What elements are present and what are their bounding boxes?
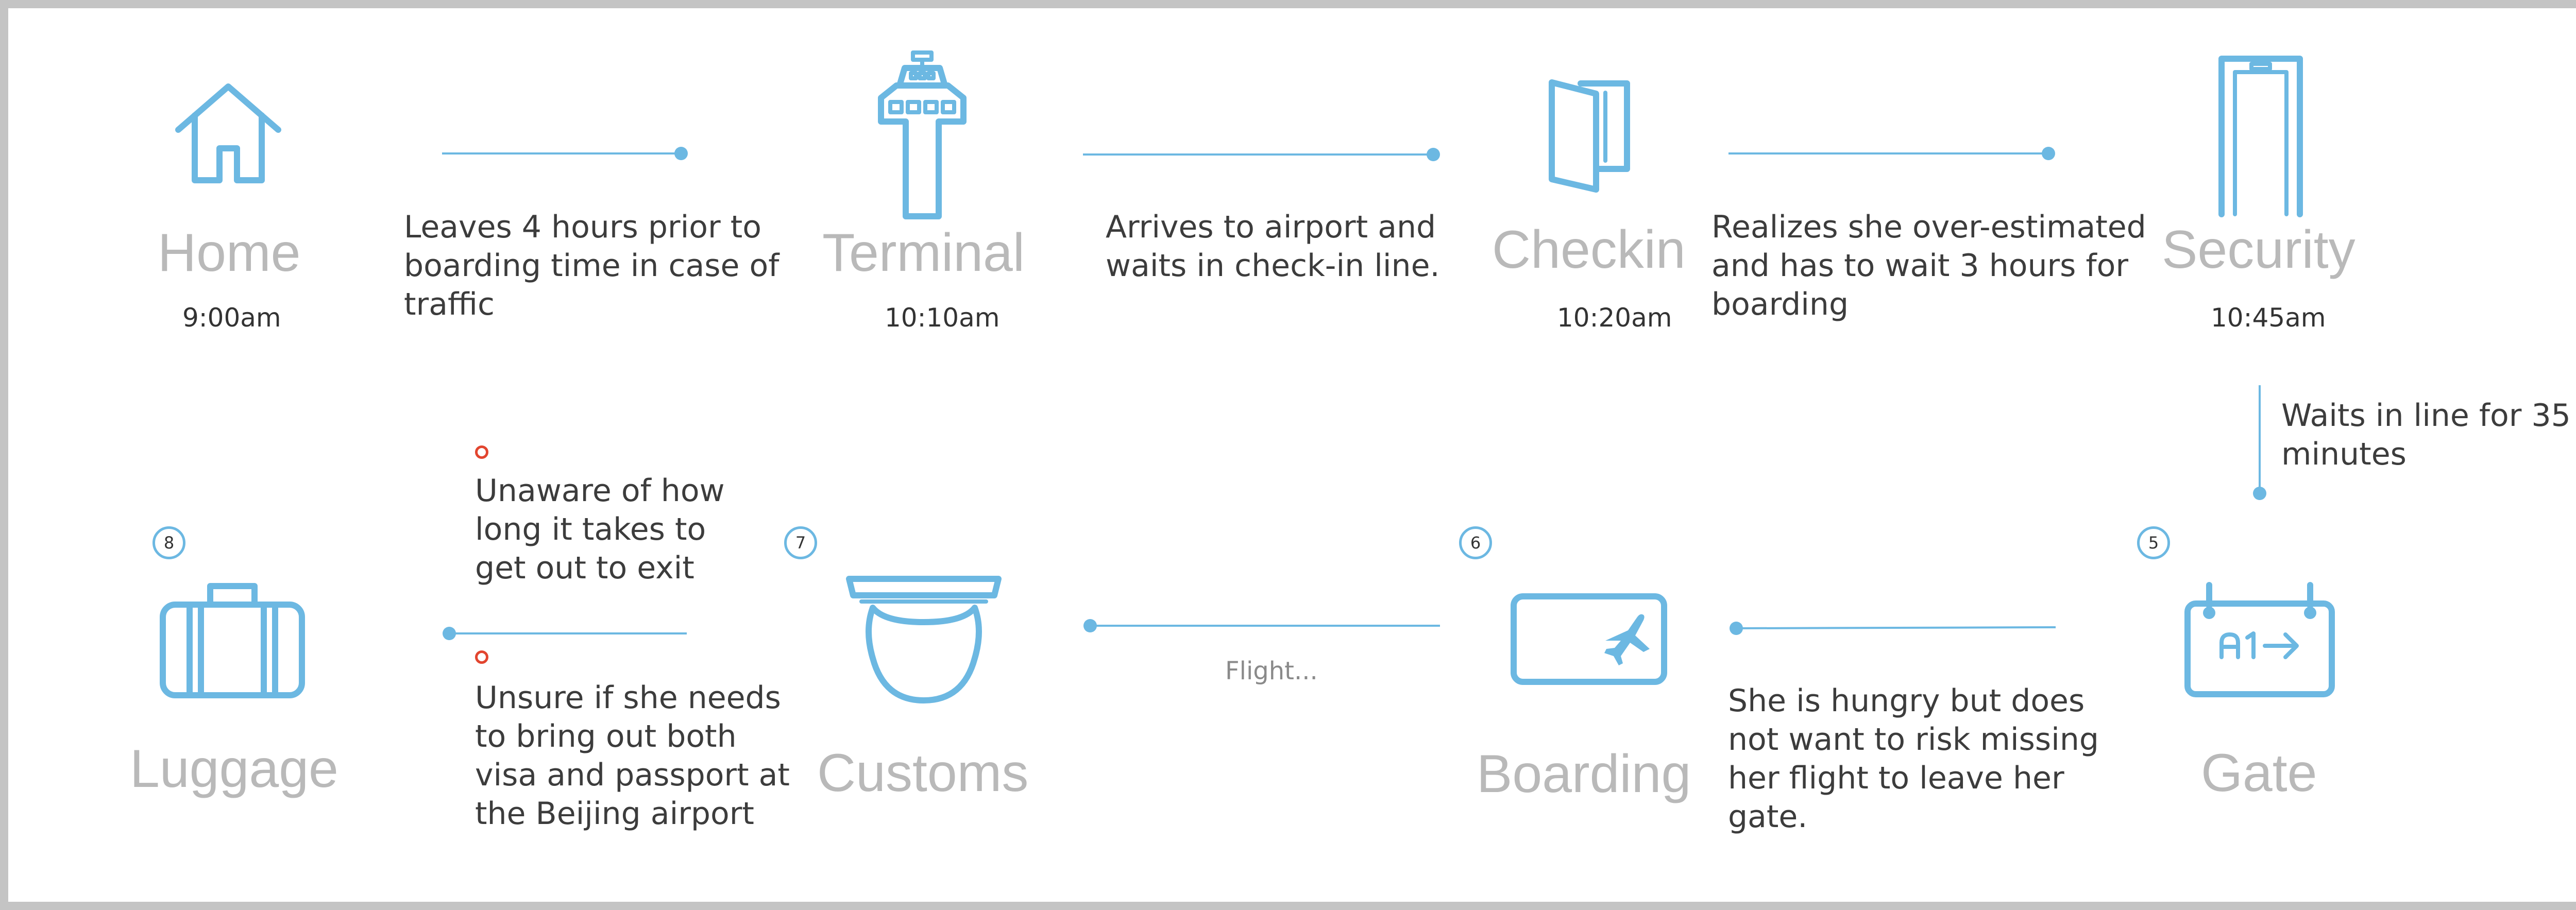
connector-dot-checkin-security [2042,147,2055,160]
connector-dot-customs-luggage [443,627,456,640]
step-badge-luggage: 8 [152,526,185,559]
stage-time-home: 9:00am [182,303,281,333]
step-badge-boarding: 6 [1459,526,1492,559]
stage-name-security: Security [2162,220,2355,280]
connector-dot-home-terminal [674,147,688,160]
security-gate-icon [2218,56,2303,217]
stage-time-security: 10:45am [2211,303,2326,333]
step-badge-gate: 5 [2137,526,2170,559]
door-icon [1549,79,1630,193]
control-tower-icon [878,50,967,219]
transition-checkin-security: Realizes she over-estimated and has to w… [1711,209,2146,322]
transition-home-terminal: Leaves 4 hours prior to boarding time in… [404,209,779,322]
pain-point-marker-2 [475,650,488,664]
gate-sign-icon [2184,582,2335,697]
transition-boarding-customs: Flight... [1225,657,1318,685]
connector-dot-gate-boarding [1730,622,1743,635]
stage-name-home: Home [158,223,301,283]
pain-point-2: Unsure if she needs to bring out both vi… [475,680,790,832]
officer-cap-icon [846,576,1002,703]
stage-time-checkin: 10:20am [1557,303,1672,333]
step-badge-customs: 7 [784,526,817,559]
suitcase-icon [160,583,305,698]
stage-name-customs: Customs [817,743,1029,803]
stage-name-terminal: Terminal [822,223,1025,283]
transition-terminal-checkin: Arrives to airport and waits in check-in… [1106,209,1440,284]
connector-gate-boarding [1737,626,2056,629]
stage-name-boarding: Boarding [1477,744,1691,804]
stage-time-terminal: 10:10am [885,303,1000,333]
connector-dot-security-gate [2253,487,2266,500]
transition-gate-boarding: She is hungry but does not want to risk … [1728,683,2099,835]
stage-name-checkin: Checkin [1492,220,1686,280]
connector-dot-terminal-checkin [1427,148,1440,161]
stage-name-luggage: Luggage [130,739,338,799]
pain-point-1: Unaware of how long it takes to get out … [475,473,725,586]
house-icon [175,83,281,183]
boarding-pass-icon [1511,593,1667,685]
transition-security-gate: Waits in line for 35 minutes [2281,398,2571,472]
connector-dot-boarding-customs [1083,619,1097,632]
pain-point-marker-1 [475,445,488,459]
stage-name-gate: Gate [2201,743,2317,803]
